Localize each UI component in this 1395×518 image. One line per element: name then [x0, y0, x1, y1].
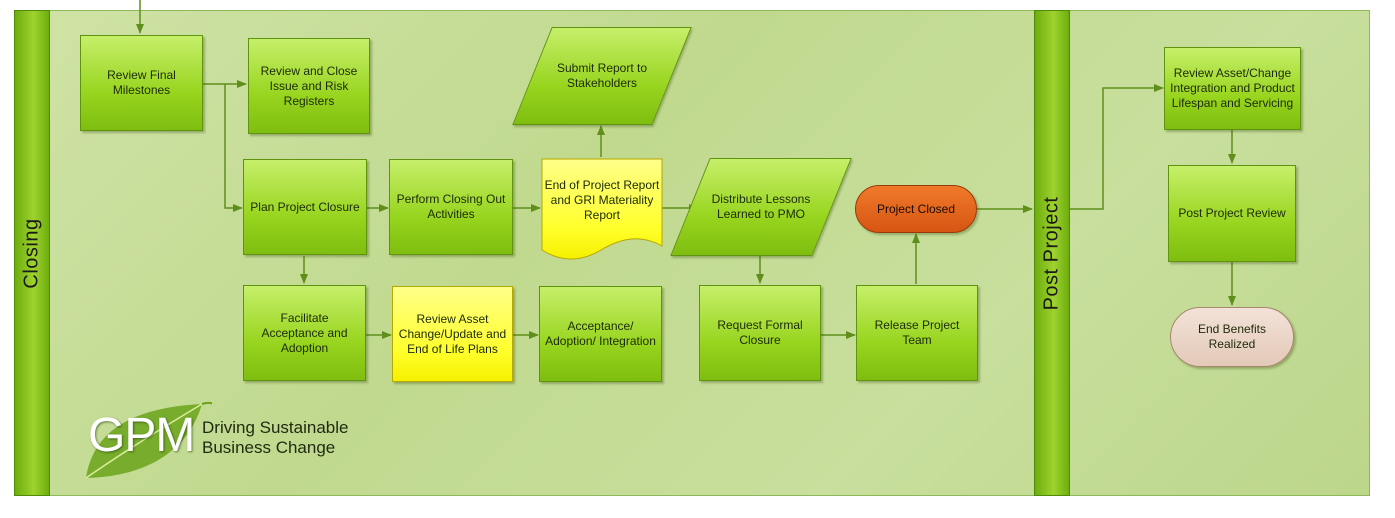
node-review-close-registers: Review and Close Issue and Risk Register…	[248, 38, 370, 134]
arrow-post-to-integration	[1070, 84, 1164, 210]
node-plan-project-closure: Plan Project Closure	[243, 159, 367, 255]
node-submit-report: Submit Report to Stakeholders	[512, 27, 692, 125]
node-project-closed: Project Closed	[855, 185, 977, 233]
node-review-asset-integration: Review Asset/Change Integration and Prod…	[1164, 47, 1301, 130]
node-end-benefits: End Benefits Realized	[1170, 307, 1294, 367]
node-post-project-review: Post Project Review	[1168, 165, 1296, 262]
logo-mark: GPM	[88, 409, 195, 462]
node-release-project-team: Release Project Team	[856, 285, 978, 381]
node-facilitate-acceptance: Facilitate Acceptance and Adoption	[243, 285, 366, 381]
arrow-milestones-to-plan	[224, 84, 243, 212]
node-request-formal-closure: Request Formal Closure	[699, 285, 821, 381]
lane-post-project: Post Project	[1034, 10, 1070, 496]
node-review-asset-change: Review Asset Change/Update and End of Li…	[392, 286, 513, 382]
gpm-logo: GPM Driving Sustainable Business Change	[82, 398, 362, 488]
node-perform-closing: Perform Closing Out Activities	[389, 159, 513, 255]
node-distribute-lessons: Distribute Lessons Learned to PMO	[670, 158, 852, 256]
node-acceptance-adoption: Acceptance/ Adoption/ Integration	[539, 286, 662, 382]
lane-closing: Closing	[14, 10, 50, 496]
node-end-of-project-report: End of Project Report and GRI Materialit…	[541, 158, 663, 264]
logo-tagline: Driving Sustainable Business Change	[202, 418, 349, 457]
node-review-final-milestones: Review Final Milestones	[80, 35, 203, 131]
leaf-icon	[85, 402, 212, 479]
